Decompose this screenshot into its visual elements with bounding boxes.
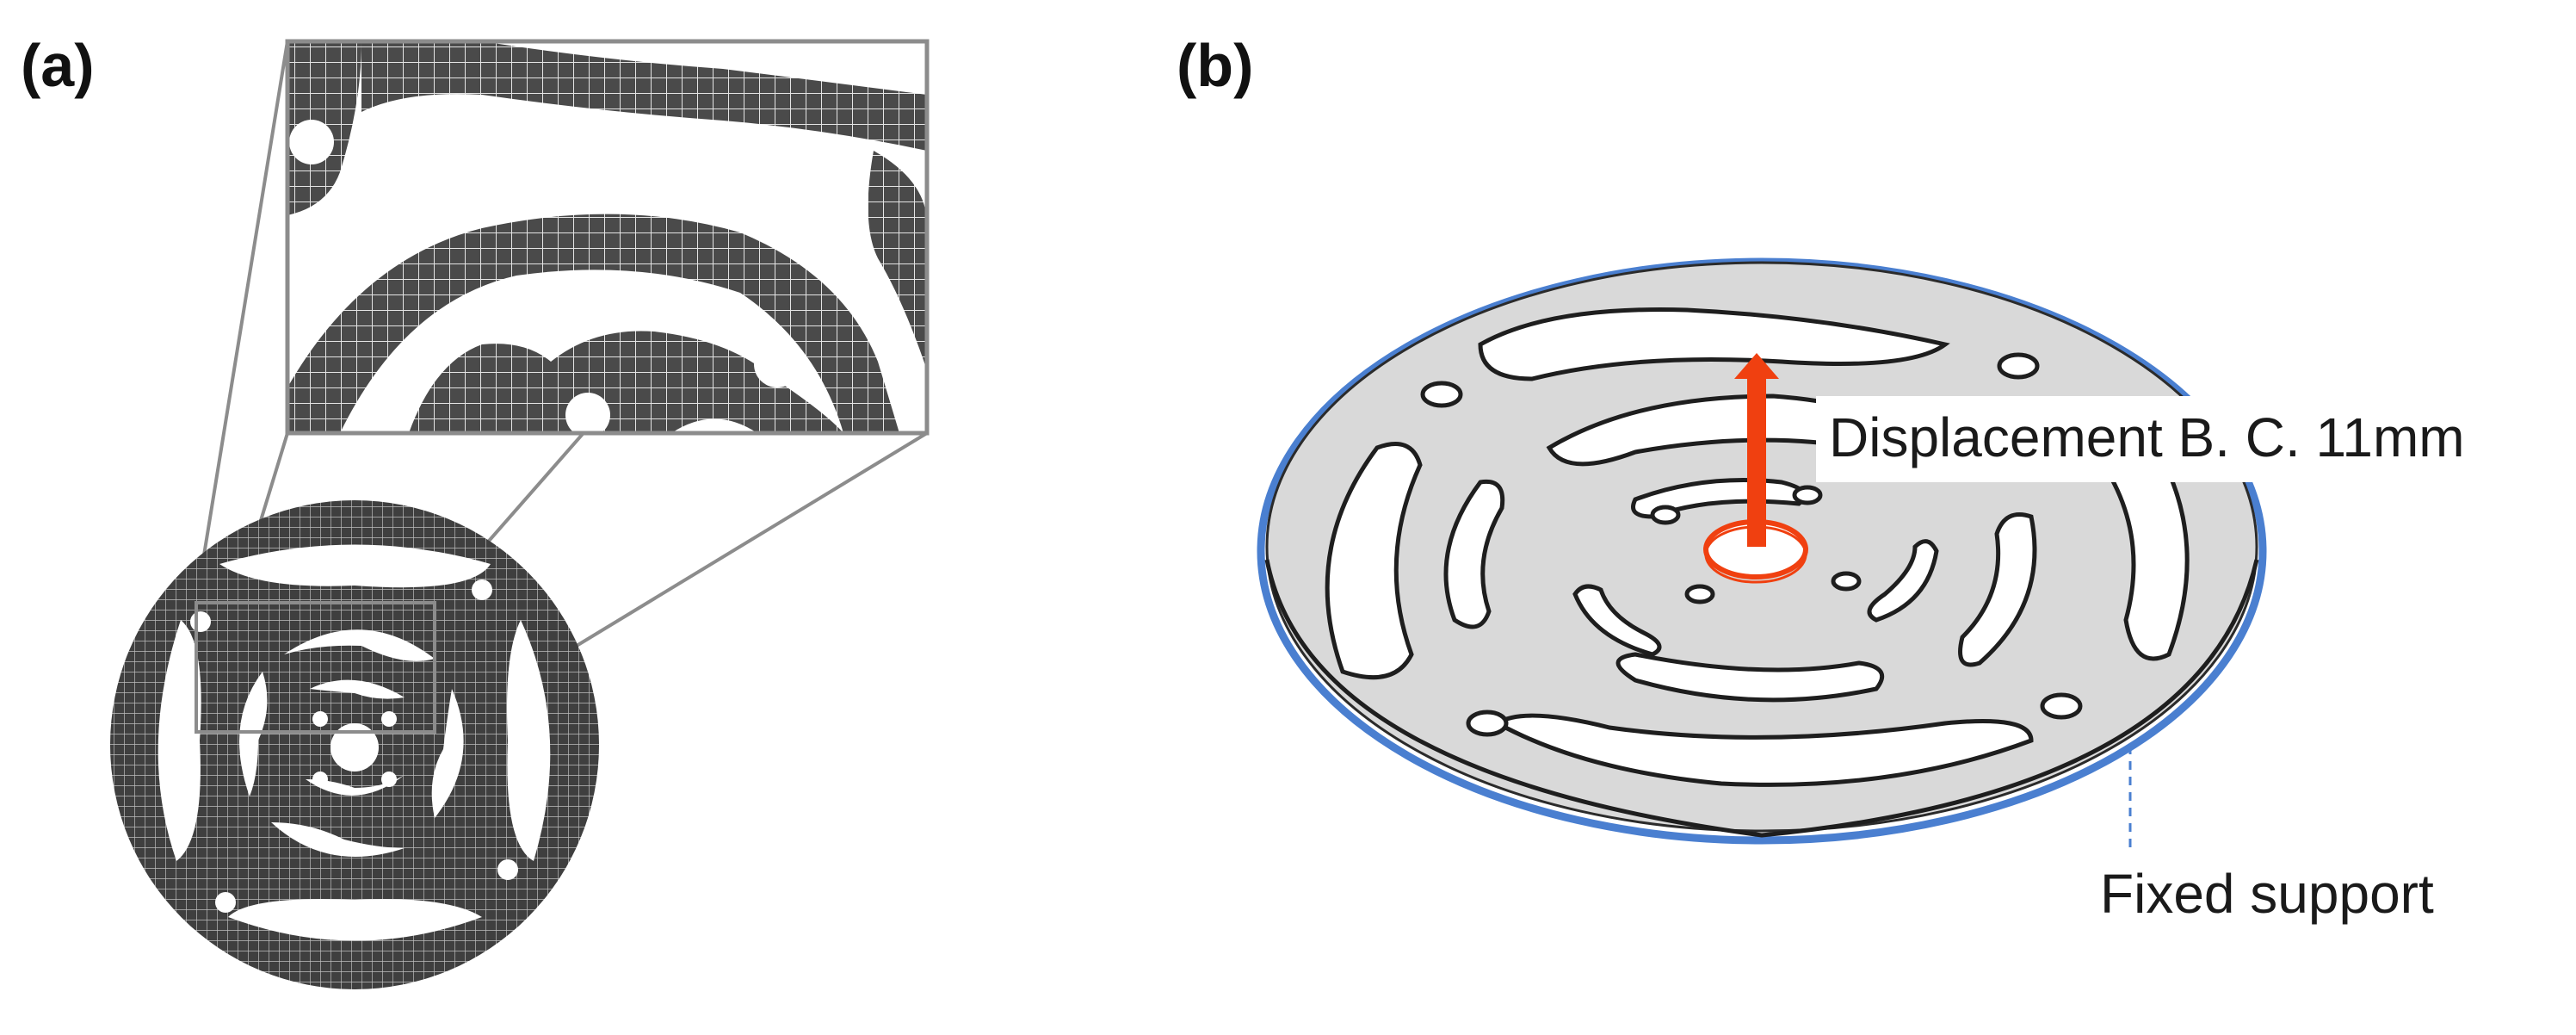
displacement-arrow [1734, 353, 1779, 547]
disk-cutouts [158, 544, 551, 941]
displacement-label: Displacement B. C. 11mm [1829, 406, 2465, 468]
zoom-source-box [195, 601, 436, 734]
meshed-disk [110, 500, 599, 989]
mesh-zoom-inset [285, 39, 930, 436]
panel-a-label: (a) [21, 32, 95, 99]
panel-b-label: (b) [1177, 32, 1253, 99]
displacement-label-backdrop [1816, 396, 2556, 482]
fixed-support-label: Fixed support [2100, 863, 2434, 925]
